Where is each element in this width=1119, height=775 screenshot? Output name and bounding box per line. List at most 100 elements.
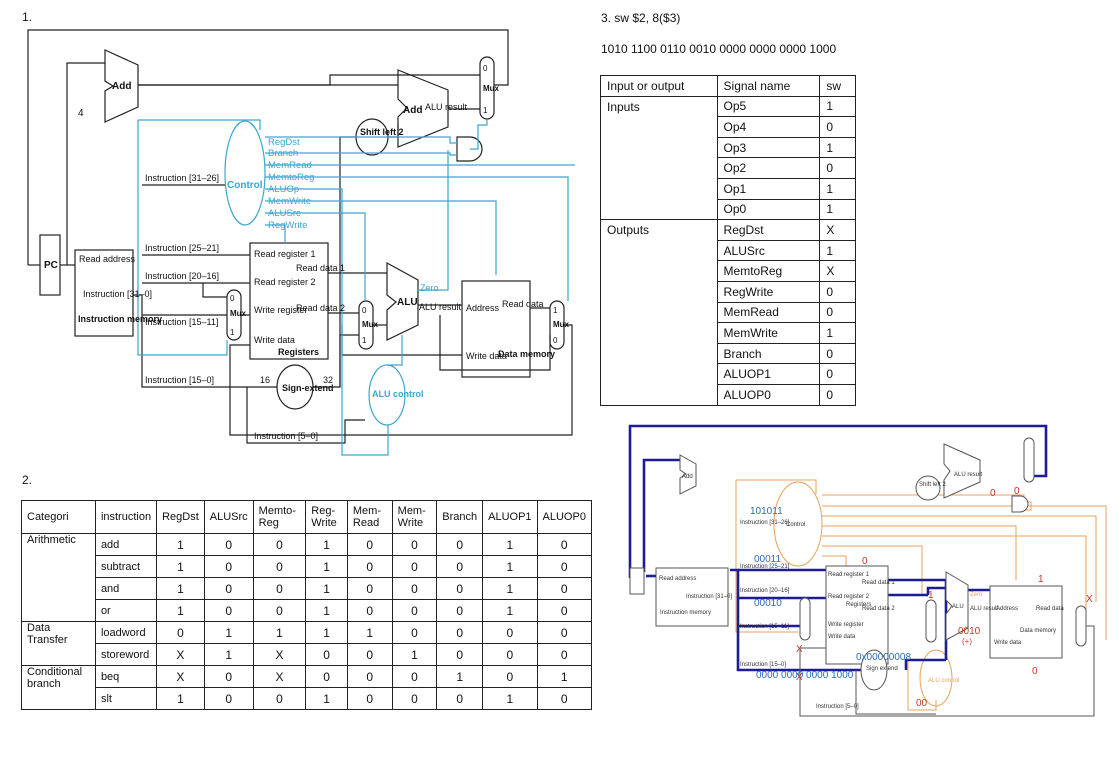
- instr-field-0: Instruction [31–26]: [145, 173, 219, 183]
- table-header-row: CategoriinstructionRegDstALUSrcMemto-Reg…: [22, 501, 592, 534]
- x-a: X: [796, 644, 803, 655]
- instruction-cell: or: [95, 600, 156, 622]
- value-cell: 1: [437, 666, 483, 688]
- value-cell: 0: [437, 644, 483, 666]
- mux-0-c: 0: [362, 306, 367, 315]
- instr-field-2: Instruction [20–16]: [145, 271, 219, 281]
- imm-value: 0000 0000 0000 1000: [756, 670, 854, 681]
- bits16-label: 16: [260, 375, 270, 385]
- instr-field-3: Instruction [15–11]: [145, 317, 218, 327]
- category-cell: Conditional branch: [22, 666, 96, 710]
- pc-label: PC: [44, 260, 58, 271]
- instr-field-1: Instruction [25–21]: [145, 243, 219, 253]
- signext-value: 0x00000008: [856, 652, 911, 663]
- value-cell: 0: [483, 666, 537, 688]
- mux-0-b: 0: [230, 294, 235, 303]
- value-cell: 0: [306, 644, 348, 666]
- bit-0-c: 0: [862, 556, 868, 567]
- signal-name-cell: MemWrite: [717, 323, 820, 344]
- value-cell: 0: [204, 666, 253, 688]
- value-cell: 0: [437, 600, 483, 622]
- d2-label-27: Instruction [15–0]: [740, 662, 786, 668]
- value-cell: 1: [157, 600, 205, 622]
- d2-label-13: Write data: [828, 634, 856, 640]
- d2-label-16: Data memory: [1020, 628, 1056, 634]
- d2-label-7: Read register 1: [828, 572, 870, 578]
- control-signal-table: CategoriinstructionRegDstALUSrcMemto-Reg…: [21, 500, 592, 710]
- category-cell: Arithmetic: [22, 534, 96, 622]
- instr-field-5: Instruction [5–0]: [254, 431, 318, 441]
- ctrl-sig-6: ALUSrc: [268, 208, 301, 219]
- value-cell: 0: [537, 556, 591, 578]
- value-cell: 1: [392, 644, 437, 666]
- aluop-value: 0010: [958, 626, 981, 637]
- section-3-title: 3. sw $2, 8($3): [601, 11, 680, 25]
- signal-name-cell: ALUOP1: [717, 364, 820, 385]
- value-cell: 1: [537, 666, 591, 688]
- value-cell: 0: [253, 688, 306, 710]
- value-cell: 0: [204, 556, 253, 578]
- table-row: storewordX1X001000: [22, 644, 592, 666]
- value-cell: 1: [157, 578, 205, 600]
- ctrl-sig-2: MemRead: [268, 160, 312, 171]
- reg-out-1: Read data 2: [296, 303, 345, 313]
- group-cell: Outputs: [601, 220, 718, 405]
- d2-label-3: Read address: [659, 576, 696, 582]
- mux-1-c: 1: [362, 336, 367, 345]
- value-cell: 0: [437, 622, 483, 644]
- value-cell: 1: [157, 688, 205, 710]
- signal-name-cell: ALUOP0: [717, 384, 820, 405]
- section-1-number: 1.: [22, 10, 32, 24]
- value-cell: 0: [537, 578, 591, 600]
- dmem-title: Data memory: [498, 349, 555, 359]
- ctrl-sig-1: Branch: [268, 148, 298, 159]
- bit-0-d: 0: [1032, 666, 1038, 677]
- mux-d: Mux: [553, 320, 570, 329]
- header-cell: ALUOP0: [537, 501, 591, 534]
- instr-field-4: Instruction [15–0]: [145, 375, 214, 385]
- signal-name-cell: Op1: [717, 178, 820, 199]
- d2-label-11: Read data 2: [862, 606, 895, 612]
- table-row: Conditional branchbeqX0X000101: [22, 666, 592, 688]
- bit-0-b: 0: [1014, 486, 1020, 497]
- header-cell: ALUSrc: [204, 501, 253, 534]
- mux-b: Mux: [230, 309, 247, 318]
- annotated-datapath: Add ALU result Shift left 2 Read address…: [616, 420, 1112, 720]
- datapath-diagram: PC Add 4 Add ALU result Shift left 2 Con…: [20, 25, 575, 460]
- header-cell: ALUOP1: [483, 501, 537, 534]
- ctrl-sig-3: MemtoReg: [268, 172, 314, 183]
- value-cell: 0: [253, 578, 306, 600]
- value-cell: 0: [347, 600, 392, 622]
- d2-label-1: ALU result: [954, 472, 982, 478]
- instruction-cell: subtract: [95, 556, 156, 578]
- reg-port-3: Write data: [254, 335, 295, 345]
- instruction-cell: and: [95, 578, 156, 600]
- header-cell: Input or output: [601, 76, 718, 97]
- table-row: Data Transferloadword011110000: [22, 622, 592, 644]
- d2-label-14: Address: [996, 606, 1018, 612]
- table-row: Arithmeticadd100100010: [22, 534, 592, 556]
- x-c: X: [1086, 594, 1093, 605]
- d2-label-4: Instruction [31–0]: [686, 594, 732, 600]
- alu-res-label: ALU result: [419, 302, 462, 312]
- d2-label-25: Instruction [20–16]: [740, 588, 790, 594]
- group-cell: Inputs: [601, 96, 718, 220]
- reg-port-0: Read register 1: [254, 249, 316, 259]
- mux-0-d: 0: [553, 336, 558, 345]
- rs-value: 00011: [754, 554, 782, 565]
- value-cell: 0: [306, 666, 348, 688]
- signal-value-cell: X: [820, 220, 856, 241]
- value-cell: 0: [392, 556, 437, 578]
- signal-name-cell: Op4: [717, 117, 820, 138]
- mux-a: Mux: [483, 84, 500, 93]
- signal-name-cell: ALUSrc: [717, 240, 820, 261]
- value-cell: X: [253, 644, 306, 666]
- signal-value-cell: 1: [820, 137, 856, 158]
- value-cell: 1: [483, 534, 537, 556]
- value-cell: 1: [204, 644, 253, 666]
- ctrl-sig-5: MemWrite: [268, 196, 311, 207]
- four-label: 4: [78, 108, 84, 119]
- value-cell: 0: [253, 534, 306, 556]
- signal-name-cell: Op3: [717, 137, 820, 158]
- imem-read-label: Read address: [79, 254, 136, 264]
